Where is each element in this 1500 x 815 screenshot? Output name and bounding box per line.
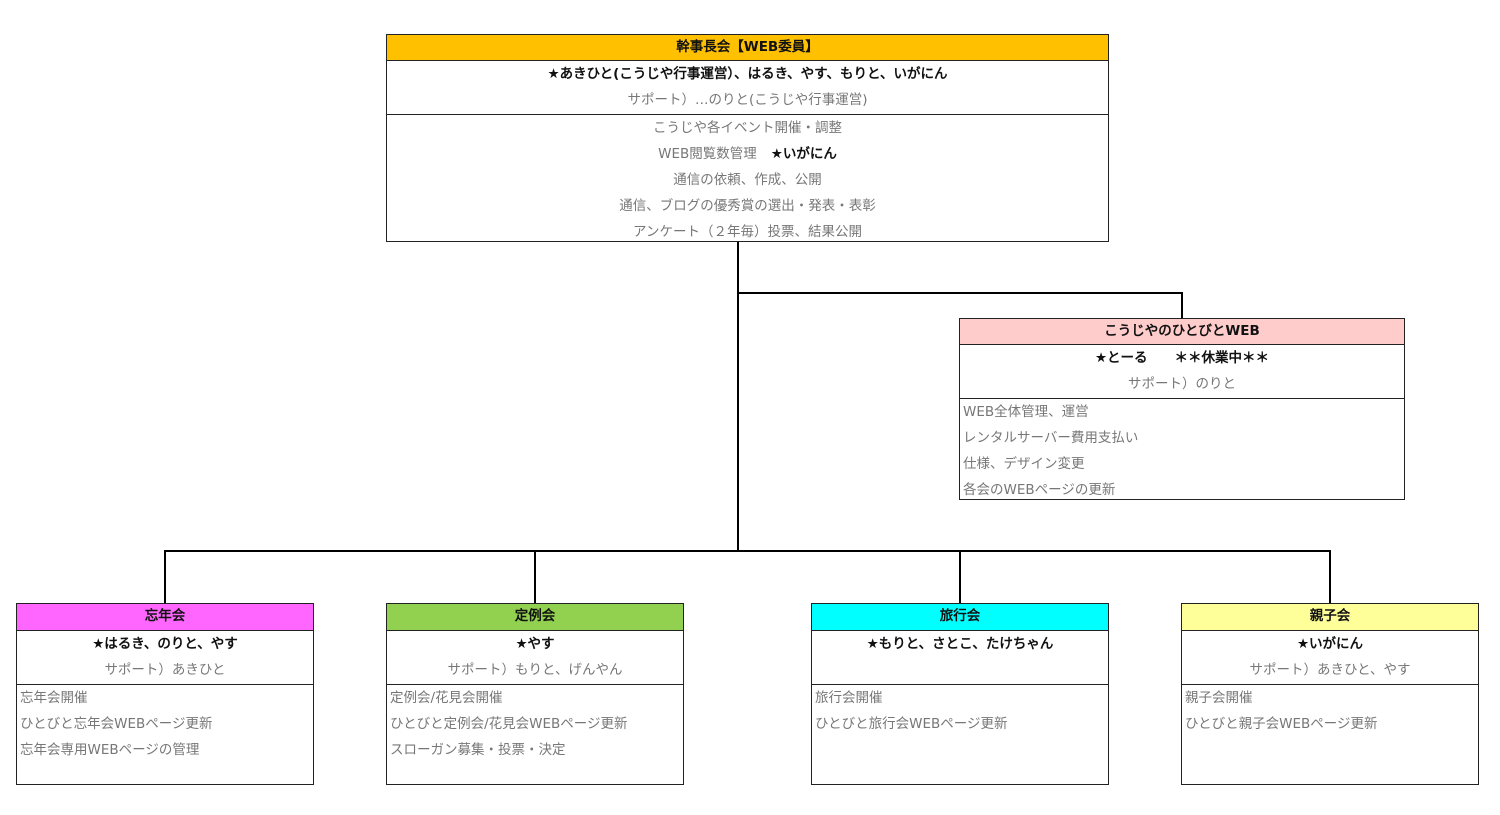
members-section: ★はるき、のりと、やすサポート）あきひと [17,631,313,685]
support-line: サポート）もりと、げんやん [447,661,623,678]
task-item: 各会のWEBページの更新 [963,482,1116,498]
task-item: アンケート（２年毎）投票、結果公開 [633,224,862,240]
tasks-section: 忘年会開催ひとびと忘年会WEBページ更新忘年会専用WEBページの管理 [17,685,313,763]
task-item: WEB全体管理、運営 [963,404,1089,420]
tasks-section: 親子会開催ひとびと親子会WEBページ更新 [1182,685,1478,737]
task-item: ひとびと旅行会WEBページ更新 [815,716,1008,732]
leader-line: ★はるき、のりと、やす [92,636,238,652]
members-section: ★やすサポート）もりと、げんやん [387,631,683,685]
leader-line: ★とーる ＊＊休業中＊＊ [1094,350,1270,366]
task-item: ひとびと忘年会WEBページ更新 [20,716,213,732]
tasks-section: 定例会/花見会開催ひとびと定例会/花見会WEBページ更新スローガン募集・投票・決… [387,685,683,763]
org-box-executive: 幹事長会【WEB委員】★あきひと(こうじや行事運営）、はるき、やす、もりと、いが… [386,34,1109,242]
members-section: ★もりと、さとこ、たけちゃん [812,631,1108,685]
connector [164,550,1331,552]
tasks-section: 旅行会開催ひとびと旅行会WEBページ更新 [812,685,1108,737]
members-section: ★あきひと(こうじや行事運営）、はるき、やす、もりと、いがにんサポート）…のりと… [387,61,1108,115]
support-line: サポート）あきひと、やす [1249,661,1411,678]
support-line: サポート）…のりと(こうじや行事運営) [627,91,868,108]
connector [1329,550,1331,604]
leader-line: ★あきひと(こうじや行事運営）、はるき、やす、もりと、いがにん [547,66,948,82]
org-box-bonenkai: 忘年会★はるき、のりと、やすサポート）あきひと忘年会開催ひとびと忘年会WEBペー… [16,603,314,785]
leader-line: ★やす [515,636,555,652]
org-box-ryokoukai: 旅行会 ★もりと、さとこ、たけちゃん旅行会開催ひとびと旅行会WEBページ更新 [811,603,1109,785]
support-line: サポート）あきひと [104,661,226,678]
box-title: 旅行会 [812,604,1108,631]
org-box-teireikai: 定例会★やすサポート）もりと、げんやん定例会/花見会開催ひとびと定例会/花見会W… [386,603,684,785]
connector [1181,292,1183,319]
box-title: 幹事長会【WEB委員】 [387,35,1108,61]
org-box-web: こうじやのひとびとWEB ★とーる ＊＊休業中＊＊ サポート）のりと WEB全体管理、… [959,318,1405,500]
tasks-section: こうじや各イベント開催・調整 WEB閲覧数管理 ★いがにん通信の依頼、作成、公開通信… [387,115,1108,245]
task-item: 忘年会専用WEBページの管理 [20,742,200,758]
org-box-oyakokai: 親子会★いがにんサポート）あきひと、やす親子会開催ひとびと親子会WEBページ更新 [1181,603,1479,785]
connector [534,550,536,604]
task-item: 仕様、デザイン変更 [963,456,1085,472]
leader-line: ★いがにん [1296,636,1364,652]
task-item: 親子会開催 [1185,690,1253,706]
task-item: 通信の依頼、作成、公開 [673,172,822,188]
task-item: 通信、ブログの優秀賞の選出・発表・表彰 [619,198,876,214]
box-title: こうじやのひとびとWEB [960,319,1404,345]
box-title: 親子会 [1182,604,1478,631]
task-owner: ★いがにん [770,146,837,162]
connector [959,550,961,604]
task-item: 定例会/花見会開催 [390,690,503,706]
tasks-section: WEB全体管理、運営レンタルサーバー費用支払い仕様、デザイン変更各会のWEBペー… [960,399,1404,503]
task-item: 忘年会開催 [20,690,88,706]
members-section: ★とーる ＊＊休業中＊＊ サポート）のりと [960,345,1404,399]
box-title: 忘年会 [17,604,313,631]
task-item: スローガン募集・投票・決定 [390,742,566,758]
task-item: WEB閲覧数管理 ★いがにん [387,141,1108,167]
task-item: こうじや各イベント開催・調整 [653,120,842,136]
box-title: 定例会 [387,604,683,631]
task-text: WEB閲覧数管理 [658,146,757,162]
task-item: レンタルサーバー費用支払い [963,430,1139,446]
members-section: ★いがにんサポート）あきひと、やす [1182,631,1478,685]
task-item: ひとびと定例会/花見会WEBページ更新 [390,716,628,732]
task-item: 旅行会開催 [815,690,883,706]
connector [164,550,166,604]
task-item: ひとびと親子会WEBページ更新 [1185,716,1378,732]
leader-line: ★もりと、さとこ、たけちゃん [866,636,1054,652]
connector [737,292,1182,294]
support-line: サポート）のりと [1128,375,1236,392]
support-line [812,658,1108,684]
connector [737,241,739,552]
